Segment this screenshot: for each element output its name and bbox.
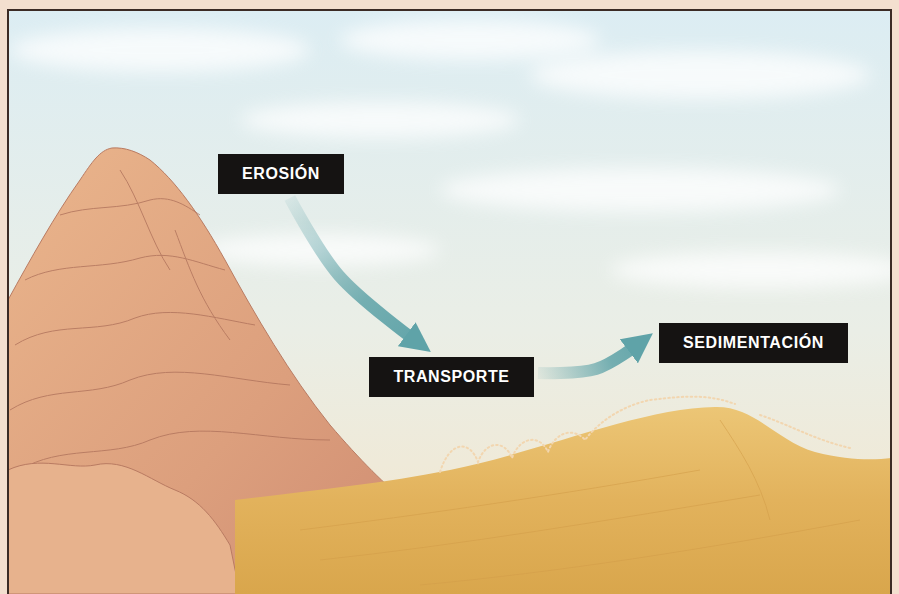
- process-arrow: [290, 198, 417, 341]
- sand-particles: [440, 397, 850, 472]
- process-arrow: [538, 344, 638, 373]
- mountain-contours: [10, 170, 330, 470]
- label-box: EROSIÓN: [218, 154, 344, 194]
- mountain-foot: [8, 463, 240, 594]
- dune-ripples: [300, 420, 860, 585]
- sky: [8, 10, 891, 594]
- stage-label: TRANSPORTE: [393, 367, 509, 386]
- stage-label: SEDIMENTACIÓN: [683, 333, 824, 352]
- label-box: SEDIMENTACIÓN: [659, 323, 848, 363]
- stage-label: EROSIÓN: [242, 164, 320, 183]
- frame: [8, 10, 891, 594]
- label-box: TRANSPORTE: [369, 357, 534, 397]
